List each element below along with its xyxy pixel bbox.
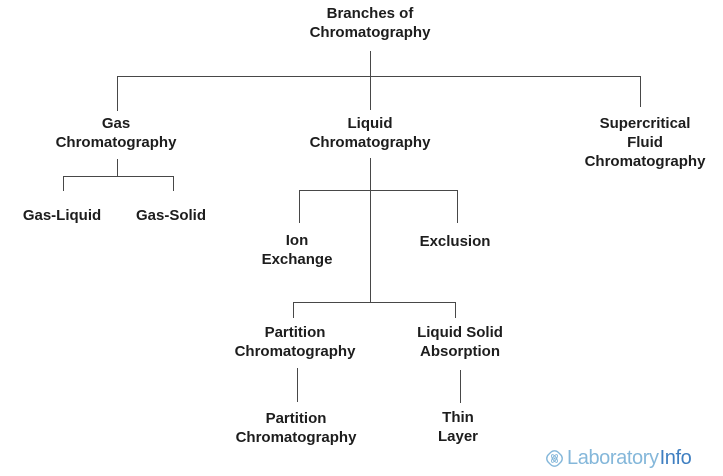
- connector-gas-stem: [117, 159, 118, 176]
- node-exclusion: Exclusion: [419, 233, 491, 250]
- atom-clover-icon: [546, 449, 563, 467]
- connector-supercritical-drop: [640, 76, 641, 107]
- connector-liquid-children-bar: [299, 190, 457, 191]
- connector-partition-leaf-stem: [297, 368, 298, 402]
- connector-level1-bar: [117, 76, 640, 77]
- connector-liquid-stem: [370, 158, 371, 302]
- connector-gas-children-bar: [63, 176, 173, 177]
- connector-exclusion-drop: [457, 190, 458, 223]
- brand-text-info: Info: [659, 447, 692, 469]
- connector-ion-exchange-drop: [299, 190, 300, 223]
- connector-gas-drop: [117, 76, 118, 111]
- connector-root-stem: [370, 51, 371, 110]
- node-gas-liquid: Gas-Liquid: [22, 207, 102, 224]
- node-liquid-chromatography: Liquid Chromatography: [309, 115, 431, 151]
- connector-partition-drop: [293, 302, 294, 318]
- node-branches-of-chromatography: Branches of Chromatography: [309, 5, 431, 41]
- connector-gas-solid-drop: [173, 176, 174, 191]
- connector-liquid-solid-drop: [455, 302, 456, 318]
- connector-gas-liquid-drop: [63, 176, 64, 191]
- node-liquid-solid-absorption: Liquid Solid Absorption: [417, 324, 503, 360]
- node-gas-chromatography: Gas Chromatography: [55, 115, 177, 151]
- node-partition-chromatography-leaf: Partition Chromatography: [235, 410, 357, 446]
- node-supercritical-fluid-chromatography: Supercritical Fluid Chromatography: [584, 115, 706, 170]
- node-partition-chromatography-mid: Partition Chromatography: [234, 324, 356, 360]
- node-thin-layer: Thin Layer: [437, 409, 479, 445]
- connector-liquid-grandchildren-bar: [293, 302, 455, 303]
- brand-text-laboratory: Laboratory: [567, 447, 659, 469]
- node-ion-exchange: Ion Exchange: [261, 232, 333, 268]
- node-gas-solid: Gas-Solid: [135, 207, 207, 224]
- connector-thin-layer-stem: [460, 370, 461, 403]
